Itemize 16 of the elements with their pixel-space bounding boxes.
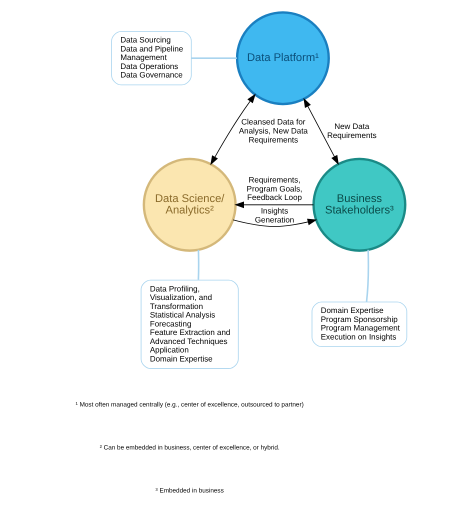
edge-label: Cleansed Data for Analysis, New Data Requirements <box>238 117 308 144</box>
edge-label: New Data Requirements <box>326 122 376 140</box>
arrow <box>234 200 314 208</box>
connector <box>191 56 236 58</box>
arrow <box>210 93 256 165</box>
node-circle: Business Stakeholders³ <box>312 157 406 252</box>
node-box: Data Profiling, Visualization, and Transformation Statistical Analysis Forecasting Feature Extraction and Advanced Techniques Application Domain Expertise <box>140 279 238 368</box>
edge-label: Insights Generation <box>254 206 294 224</box>
node-box: Domain Expertise Program Sponsorship Program Management Execution on Insights <box>311 301 407 347</box>
connector <box>197 249 199 280</box>
arrow <box>232 218 317 226</box>
connector <box>365 249 369 302</box>
edge-label: Requirements, Program Goals, Feedback Loop <box>246 174 302 202</box>
node-circle: Data Science/ Analytics² <box>142 157 236 252</box>
node-box: Data Sourcing Data and Pipeline Management Data Operations Data Governance <box>110 30 192 85</box>
arrow <box>302 97 338 164</box>
